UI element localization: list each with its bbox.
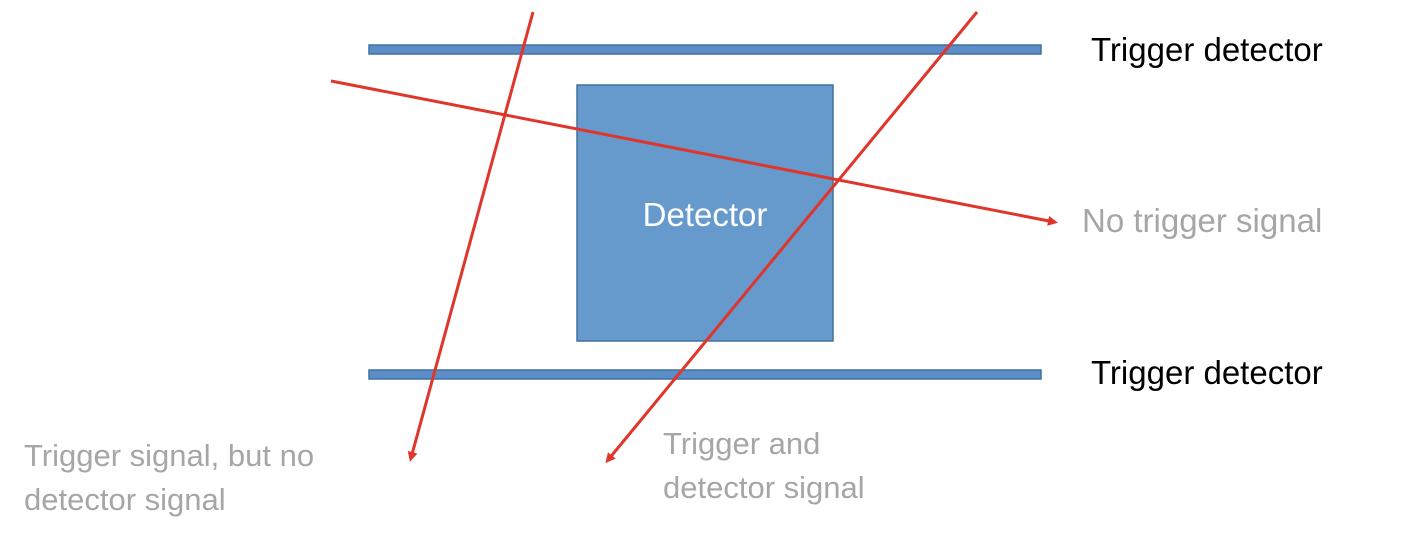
top-trigger-detector-label: Trigger detector [1091,31,1323,68]
detector-label: Detector [642,196,768,233]
trigger-and-detector-label: Trigger and detector signal [663,422,865,510]
trigger-and-detector-label-line2: detector signal [663,470,865,505]
trigger-only-label-line1: Trigger signal, but no [24,438,315,473]
ray-no-trigger [330,79,1058,226]
trigger-only-label-line2: detector signal [24,482,226,517]
ray-trigger-only [407,11,535,462]
bottom-trigger-detector-slab [368,369,1042,380]
no-trigger-signal-label: No trigger signal [1082,202,1323,239]
trigger-and-detector-label-line1: Trigger and [663,426,821,461]
detector-block [576,84,834,342]
ray-trigger-and-detector [605,11,979,464]
bottom-trigger-detector-label: Trigger detector [1091,354,1323,391]
top-trigger-detector-slab [368,44,1042,55]
trigger-only-label: Trigger signal, but no detector signal [24,434,314,522]
